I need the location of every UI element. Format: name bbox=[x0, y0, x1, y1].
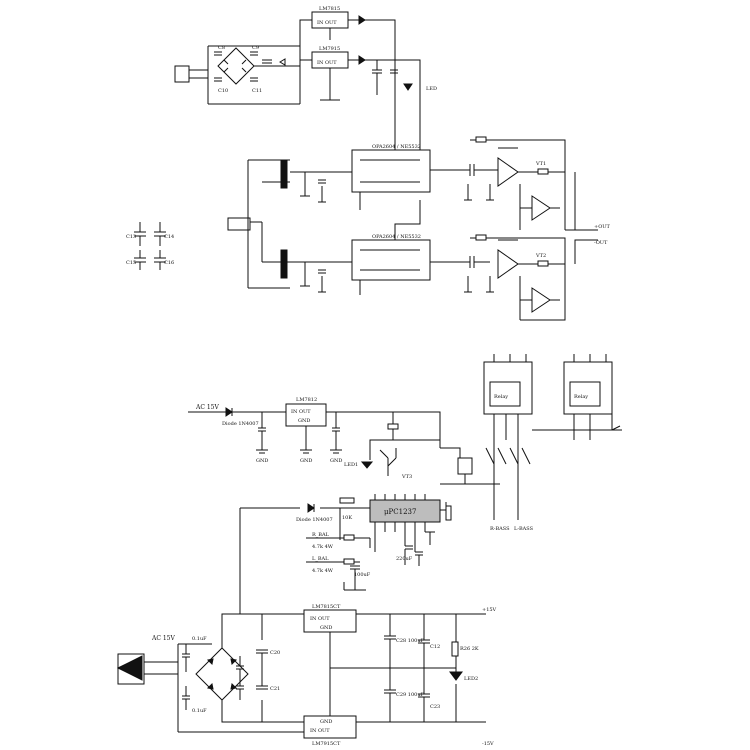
ac-input-top-label: AC 15V bbox=[195, 404, 219, 411]
bottom-power-supply: AC 15V 0.1uF 0.1uF C20 C21 LM7815CT IN O… bbox=[116, 604, 497, 747]
led-indicator-top bbox=[403, 83, 413, 91]
filter-cap-2-label: C21 bbox=[270, 686, 280, 692]
input-r-bal-label: R_BAL bbox=[312, 532, 330, 538]
speaker-protection: AC 15V Diode 1N4007 LM7812 IN OUT GND GN… bbox=[188, 354, 622, 614]
regulator-bottom-pins: IN OUT bbox=[317, 60, 337, 66]
input-l-bal-label: L_BAL bbox=[312, 556, 329, 562]
preamp-stage: OPA2604 / NE5532 OPA2604 / NE5532 VT1 VT… bbox=[227, 136, 611, 321]
opamp-ic-2 bbox=[351, 239, 431, 281]
transistor-vt1-label: VT1 bbox=[535, 161, 546, 167]
bridge-cap-2-label: 0.1uF bbox=[192, 708, 207, 714]
relay-1-label: Relay bbox=[494, 394, 508, 400]
speaker-r-label: R-BASS bbox=[490, 526, 510, 532]
rail-negative-label: -15V bbox=[482, 741, 494, 747]
gnd-label-3: GND bbox=[330, 458, 342, 464]
opamp-ic-1-label: OPA2604 / NE5532 bbox=[372, 144, 421, 150]
relay-coil bbox=[457, 457, 473, 475]
resistor-10k-label: 10K bbox=[342, 515, 352, 521]
led-resistor-label: R26 2K bbox=[460, 646, 479, 652]
bridge-rectifier bbox=[217, 47, 255, 85]
resistor-value-1: 4.7k 4W bbox=[312, 544, 334, 550]
relay-2-label: Relay bbox=[574, 394, 588, 400]
ac-input-bottom-label: AC 15V bbox=[151, 635, 175, 642]
regulator-lm7812-label: LM7812 bbox=[296, 397, 317, 403]
regulator-lm7815ct-pins: IN OUT bbox=[310, 616, 330, 622]
svg-text:C14: C14 bbox=[164, 234, 174, 240]
output-cap-1-label: C28 100uF bbox=[396, 638, 425, 644]
svg-text:C13: C13 bbox=[126, 234, 136, 240]
opamp-ic-1 bbox=[351, 149, 431, 193]
output-right-label: +OUT bbox=[594, 224, 611, 230]
bridge-cap-1-label: 0.1uF bbox=[192, 636, 207, 642]
rail-positive-label: +15V bbox=[482, 607, 497, 613]
diode-d3-label: Diode 1N4007 bbox=[296, 517, 333, 523]
filter-cap-1-label: C20 bbox=[270, 650, 280, 656]
regulator-lm7815ct-label: LM7815CT bbox=[312, 604, 341, 610]
regulator-lm7915ct-label: LM7915CT bbox=[312, 741, 341, 747]
regulator-lm7812-gnd: GND bbox=[298, 418, 310, 424]
svg-text:C10: C10 bbox=[218, 88, 228, 94]
regulator-bottom-label: LM7915 bbox=[319, 46, 340, 52]
regulator-top-label: LM7815 bbox=[319, 6, 340, 12]
buffer-opamp-2 bbox=[531, 287, 551, 313]
diode-d2-label: Diode 1N4007 bbox=[222, 421, 259, 427]
led2-indicator bbox=[449, 671, 463, 681]
cap-value-2: 220uF bbox=[396, 556, 413, 562]
regulator-top-pins: IN OUT bbox=[317, 20, 337, 26]
gnd-label-1: GND bbox=[256, 458, 268, 464]
speaker-l-label: L-BASS bbox=[514, 526, 534, 532]
small-cap-2-label: C23 bbox=[430, 704, 440, 710]
output-left-label: -OUT bbox=[594, 240, 608, 246]
buffer-opamp-1 bbox=[531, 195, 551, 221]
transformer-symbol bbox=[116, 655, 143, 681]
output-cap-2-label: C29 100uF bbox=[396, 692, 425, 698]
regulator-lm7915ct-gnd: GND bbox=[320, 719, 332, 725]
input-transformer-2 bbox=[280, 249, 288, 279]
regulator-lm7815ct-gnd: GND bbox=[320, 625, 332, 631]
cap-value-1: 100uF bbox=[354, 572, 371, 578]
led1-label: LED1 bbox=[344, 462, 358, 468]
ac-input-connector bbox=[174, 65, 190, 83]
input-transformer-1 bbox=[280, 159, 288, 189]
ic-upc1237-label: μPC1237 bbox=[384, 508, 416, 516]
transistor-vt2-label: VT2 bbox=[535, 253, 546, 259]
decoupling-caps: C13 C14 C15 C16 bbox=[126, 222, 174, 270]
input-jack bbox=[227, 217, 251, 231]
svg-text:C8: C8 bbox=[218, 45, 225, 51]
resistor-value-2: 4.7k 4W bbox=[312, 568, 334, 574]
transistor-vt3-label: VT3 bbox=[401, 474, 412, 480]
output-opamp-2 bbox=[497, 249, 519, 279]
opamp-ic-2-label: OPA2604 / NE5532 bbox=[372, 234, 421, 240]
svg-text:C15: C15 bbox=[126, 260, 136, 266]
svg-text:C9: C9 bbox=[252, 45, 259, 51]
regulator-lm7812-pins: IN OUT bbox=[291, 409, 311, 415]
svg-text:C11: C11 bbox=[252, 88, 262, 94]
regulator-lm7915ct-pins: IN OUT bbox=[310, 728, 330, 734]
small-cap-1-label: C12 bbox=[430, 644, 440, 650]
gnd-label-2: GND bbox=[300, 458, 312, 464]
led2-label: LED2 bbox=[464, 676, 478, 682]
output-opamp-1 bbox=[497, 157, 519, 187]
svg-text:C16: C16 bbox=[164, 260, 174, 266]
svg-text:LED: LED bbox=[426, 86, 437, 92]
